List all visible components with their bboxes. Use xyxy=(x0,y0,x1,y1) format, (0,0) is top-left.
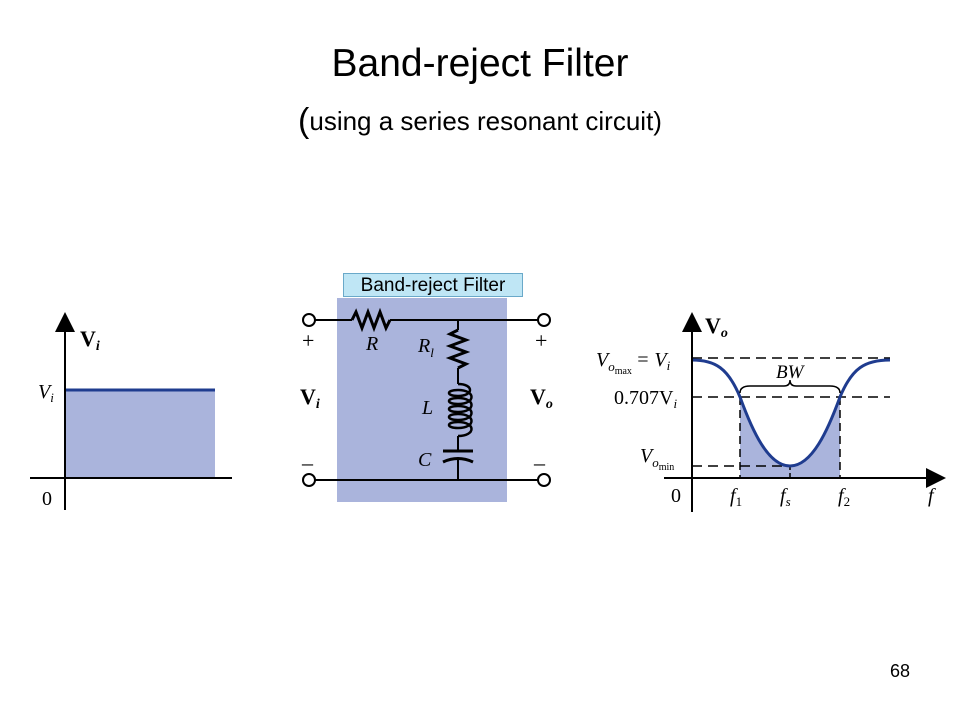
terminal-out-bottom xyxy=(537,473,551,487)
vomax-label: Vomax= Vi xyxy=(596,349,671,377)
slide-title: Band-reject Filter xyxy=(331,42,629,85)
f1-label: f1 xyxy=(730,485,742,509)
response-origin-label: 0 xyxy=(671,485,681,507)
label-R: R xyxy=(365,333,378,355)
circuit-diagram: R Rl L C + + – – Vi Vo xyxy=(300,298,553,502)
f-axis-label: f xyxy=(928,485,936,507)
plus-left: + xyxy=(302,328,314,353)
v707-label: 0.707Vi xyxy=(614,387,677,411)
input-level-label: Vi xyxy=(38,381,54,405)
input-plot: Vi Vi 0 xyxy=(30,312,232,510)
vomin-label: Vomin xyxy=(640,445,674,473)
notch-fill xyxy=(740,397,840,478)
label-C: C xyxy=(418,449,432,471)
input-fill xyxy=(65,390,215,478)
resistor-Rl xyxy=(445,328,471,370)
plus-right: + xyxy=(535,328,547,353)
label-Rl: Rl xyxy=(417,335,434,360)
circuit-caption: Band-reject Filter xyxy=(343,273,523,297)
terminal-in-top xyxy=(302,313,316,327)
resistor-R xyxy=(350,307,392,333)
label-L: L xyxy=(421,397,433,419)
subtitle-paren: ( xyxy=(298,102,310,140)
slide-subtitle: (using a series resonant circuit) xyxy=(0,100,960,140)
label-vin: Vi xyxy=(300,384,320,412)
terminal-in-bottom xyxy=(302,473,316,487)
fs-label: fs xyxy=(780,485,791,509)
circuit-background xyxy=(337,298,507,502)
minus-right: – xyxy=(533,450,546,475)
bw-label: BW xyxy=(776,362,806,383)
label-vout: Vo xyxy=(530,384,553,412)
response-curve xyxy=(691,358,891,468)
input-origin-label: 0 xyxy=(42,488,52,510)
inductor-L xyxy=(447,382,473,438)
slide-number: 68 xyxy=(889,661,910,681)
response-axis-title: Vo xyxy=(705,313,728,341)
bw-brace xyxy=(739,379,841,394)
subtitle-text: using a series resonant circuit) xyxy=(309,106,662,136)
input-axis-title: Vi xyxy=(80,326,100,354)
response-plot: Vo Vomax= Vi 0.707Vi Vomin BW 0 f1 fs f2… xyxy=(596,312,946,512)
minus-left: – xyxy=(301,450,314,475)
terminal-out-top xyxy=(537,313,551,327)
f2-label: f2 xyxy=(838,485,850,509)
